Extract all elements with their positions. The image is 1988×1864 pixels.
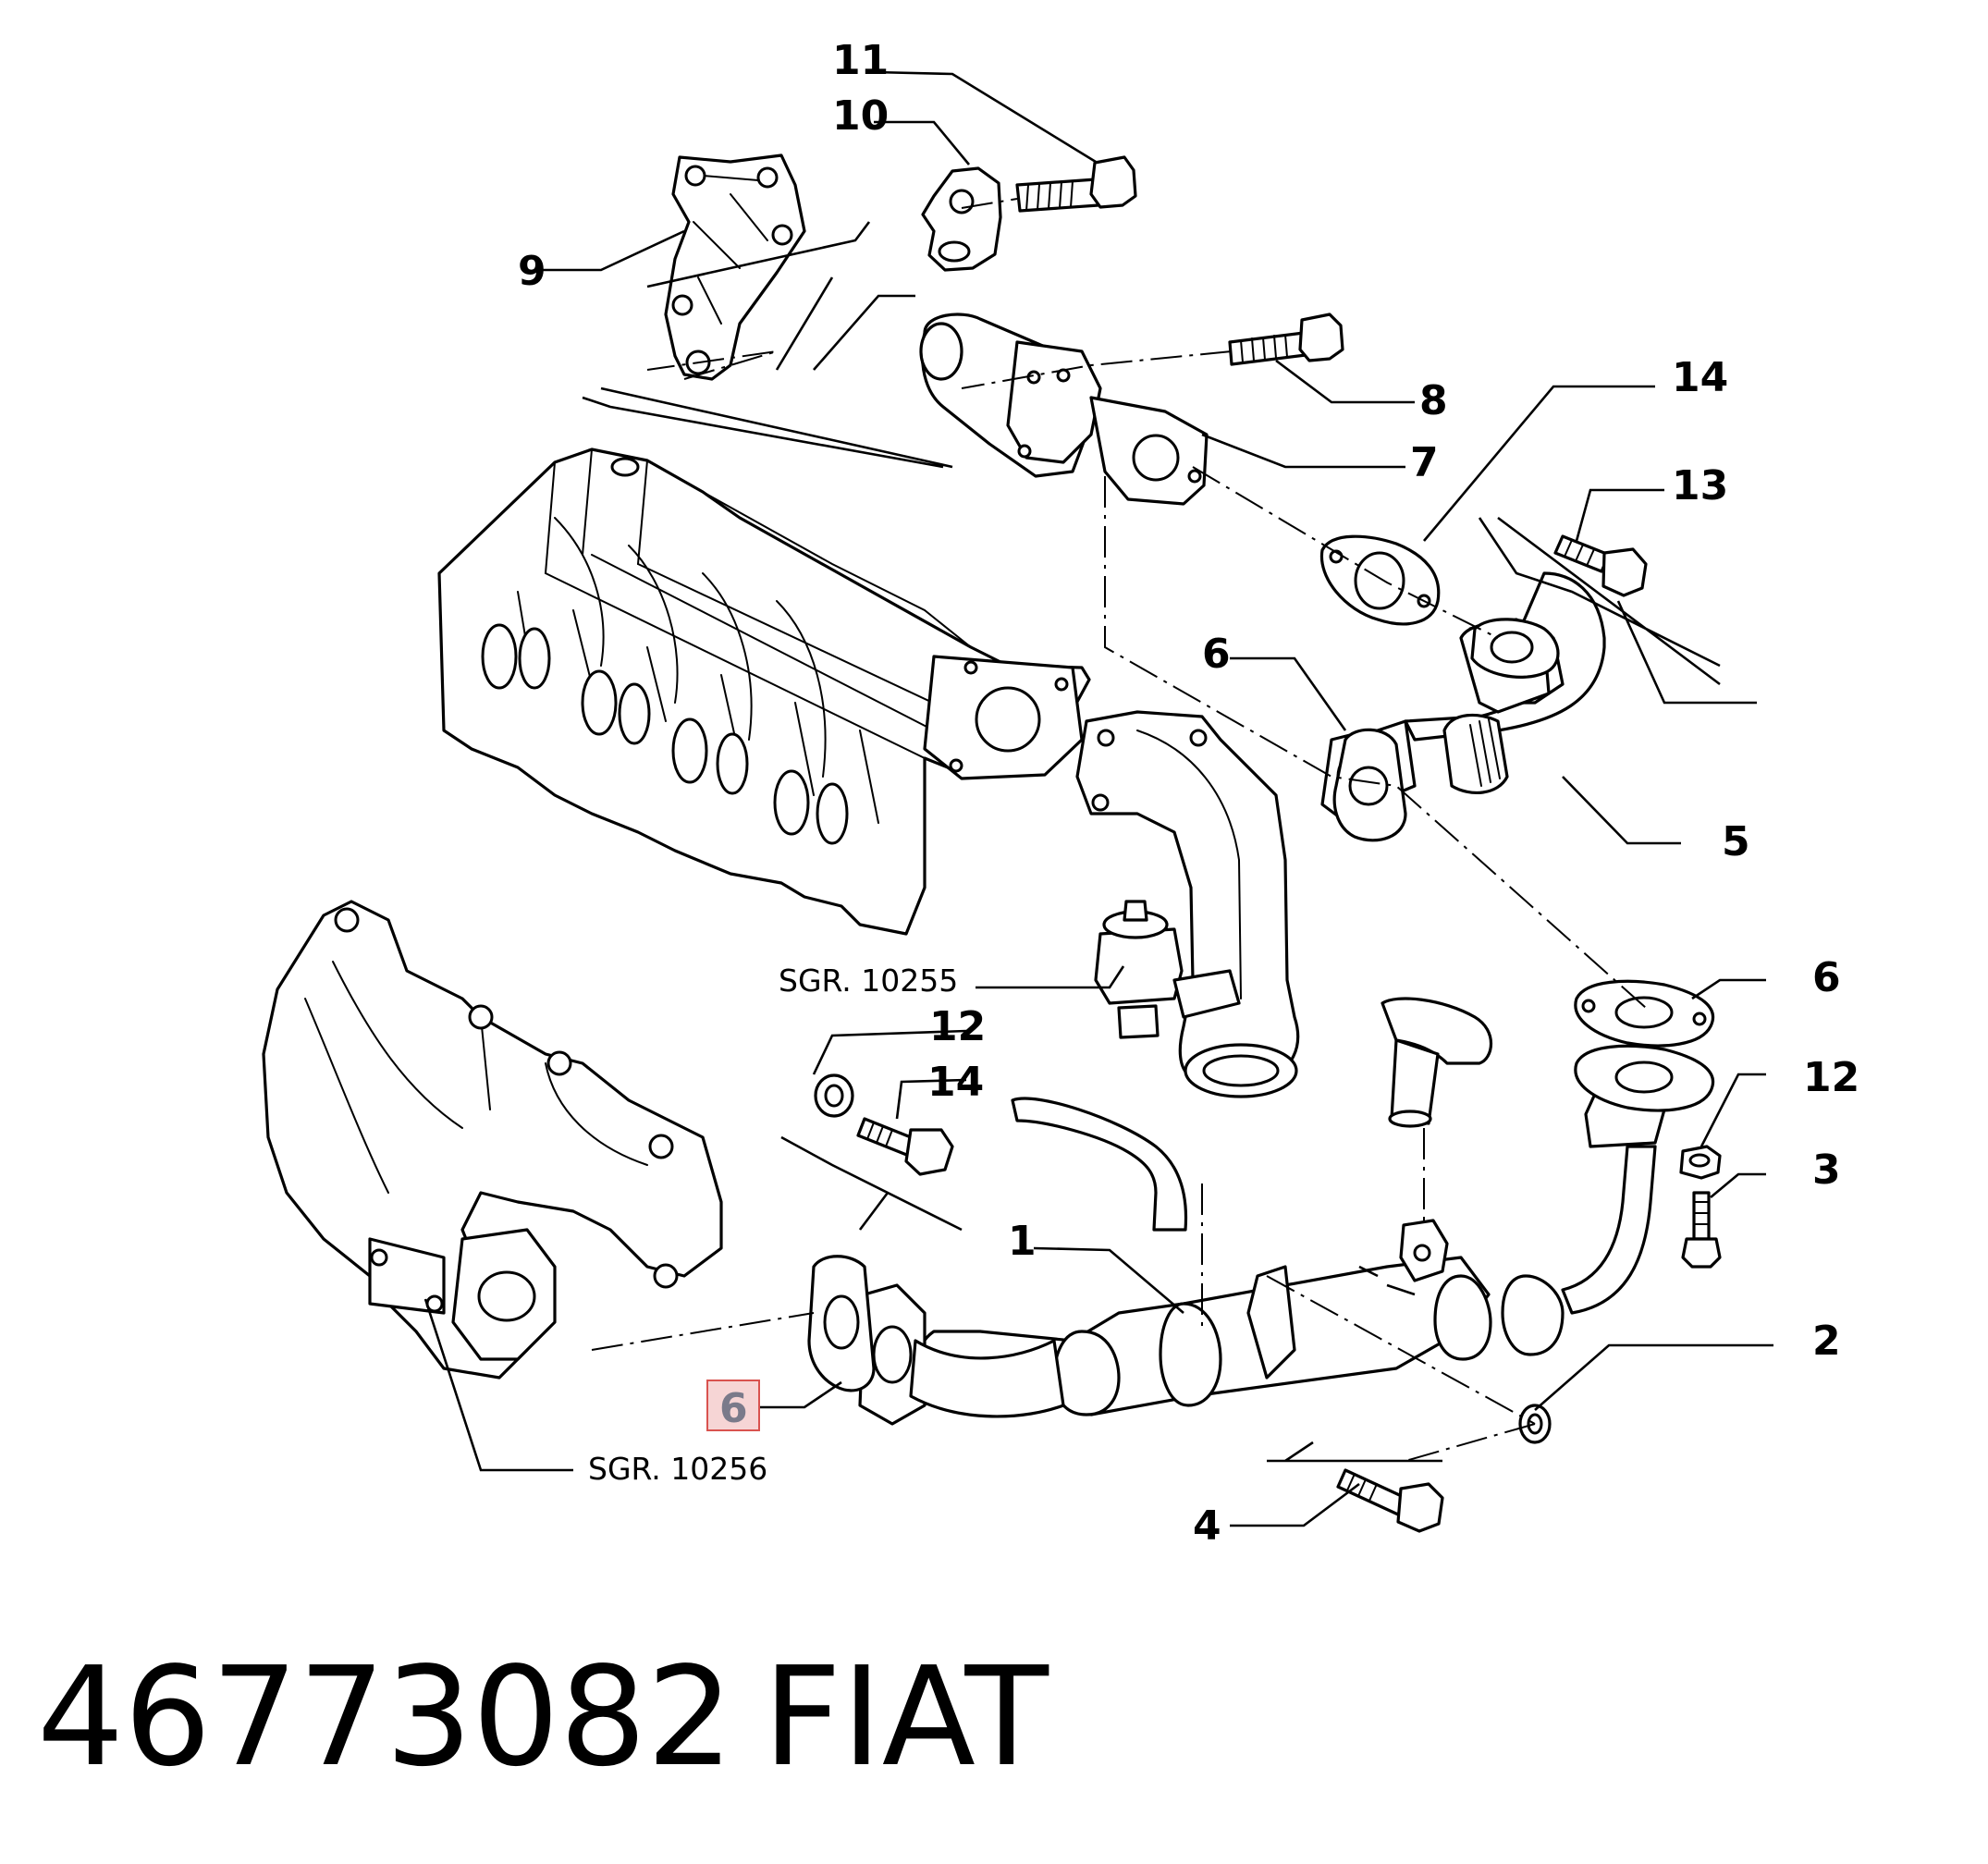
bolt-4 [1336, 1468, 1444, 1533]
crossover-pipe [1075, 710, 1300, 1098]
sensor-fitting [1399, 1219, 1449, 1282]
exhaust-inlet-pipe [909, 1339, 1065, 1418]
reference-labels: SGR. 10255 SGR. 10256 [588, 963, 958, 1487]
callout-5: 5 [1722, 818, 1750, 865]
highlighted-callout-6: 6 [706, 1380, 760, 1432]
clamp-10 [921, 166, 1002, 272]
callout-14-upper: 14 [1672, 354, 1728, 401]
callout-14-lower: 14 [927, 1059, 984, 1106]
intake-manifold [437, 448, 1091, 936]
assembly-center-lines [591, 198, 1647, 1462]
callout-12-left: 12 [929, 1003, 986, 1050]
callout-6-right: 6 [1812, 954, 1841, 1001]
brand-name: FIAT [763, 1637, 1049, 1797]
callout-2: 2 [1812, 1318, 1841, 1365]
callout-6-lower: 6 [719, 1385, 748, 1432]
callout-1: 1 [1008, 1218, 1037, 1265]
bolt-13 [1553, 534, 1648, 597]
hose-elbow [1011, 997, 1492, 1232]
washer-12-left [814, 1073, 854, 1118]
gasket-6-right [1574, 979, 1715, 1048]
callout-12-right: 12 [1803, 1054, 1859, 1101]
exhaust-manifold [262, 900, 723, 1380]
gasket-14-upper [1319, 534, 1441, 626]
callout-9: 9 [518, 248, 546, 295]
callout-leaders [423, 70, 1773, 1527]
bolt-8 [1228, 313, 1344, 366]
callout-8: 8 [1419, 377, 1448, 424]
callout-3: 3 [1812, 1147, 1841, 1194]
nut-12-right [1679, 1145, 1722, 1180]
ref-sgr-10255: SGR. 10255 [779, 963, 958, 999]
stud-3 [1681, 1191, 1722, 1269]
callout-10: 10 [832, 92, 889, 140]
callout-labels: 11 10 9 8 7 14 13 6 5 6 12 14 12 3 1 2 4 [518, 37, 1859, 1550]
ref-sgr-10256: SGR. 10256 [588, 1451, 767, 1487]
footer: 46773082 FIAT [37, 1637, 1049, 1797]
callout-4: 4 [1193, 1502, 1221, 1550]
callout-11: 11 [832, 37, 889, 84]
gasket-6-lower [807, 1255, 876, 1392]
callout-13: 13 [1672, 462, 1728, 509]
gasket-6-middle [1332, 728, 1407, 842]
callout-highlight-box [706, 1380, 760, 1431]
bolt-11 [1015, 155, 1137, 213]
engine-reference-lines [582, 221, 1757, 1463]
egr-valve-7 [919, 313, 1209, 506]
bolt-14-lower [856, 1117, 954, 1176]
actuator-sgr-10255 [1094, 900, 1241, 1039]
callout-6-middle: 6 [1202, 631, 1231, 678]
callout-7: 7 [1410, 439, 1439, 486]
part-number: 46773082 [37, 1637, 733, 1797]
